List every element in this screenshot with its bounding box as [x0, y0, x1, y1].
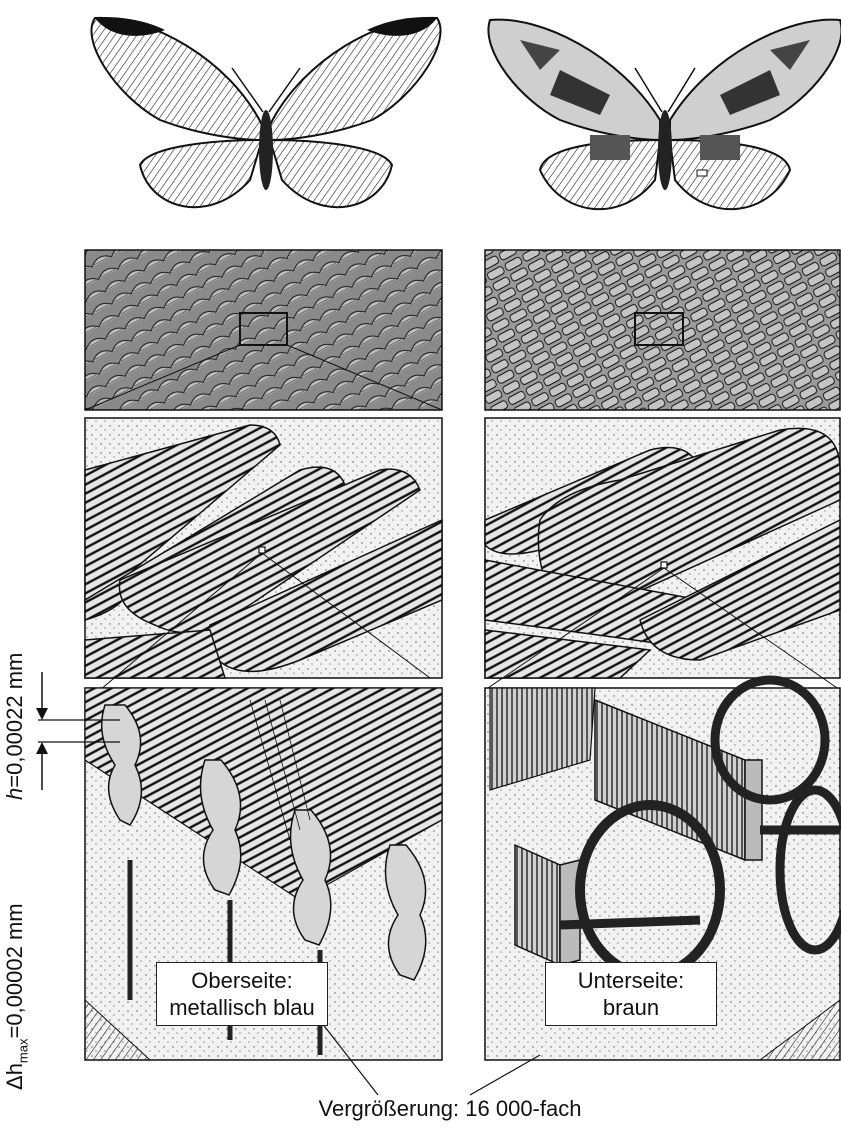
scales-overview-left: [85, 250, 442, 410]
height-label: h=0,00022 mm: [2, 653, 28, 800]
height-symbol: h: [2, 788, 27, 800]
delta-height-subscript: max: [15, 1039, 30, 1064]
butterfly-left: [91, 17, 440, 207]
delta-height-value: =0,00002 mm: [2, 903, 27, 1038]
under-side-label-line1: Unterseite:: [556, 967, 706, 994]
top-side-label: Oberseite: metallisch blau: [156, 962, 328, 1026]
scale-detail-right: [485, 418, 840, 678]
caption-pointer-right: [470, 1055, 540, 1095]
butterfly-right: [488, 20, 841, 210]
height-value: =0,00022 mm: [2, 653, 27, 788]
delta-height-label: Δhmax=0,00002 mm: [2, 903, 30, 1090]
top-side-label-line2: metallisch blau: [167, 994, 317, 1021]
scale-detail-left: [85, 418, 442, 678]
delta-height-symbol: Δh: [2, 1063, 27, 1090]
top-side-label-line1: Oberseite:: [167, 967, 317, 994]
under-side-label: Unterseite: braun: [545, 962, 717, 1026]
magnification-caption: Vergrößerung: 16 000-fach: [300, 1096, 600, 1122]
scales-overview-right: [485, 250, 840, 410]
under-side-label-line2: braun: [556, 994, 706, 1021]
